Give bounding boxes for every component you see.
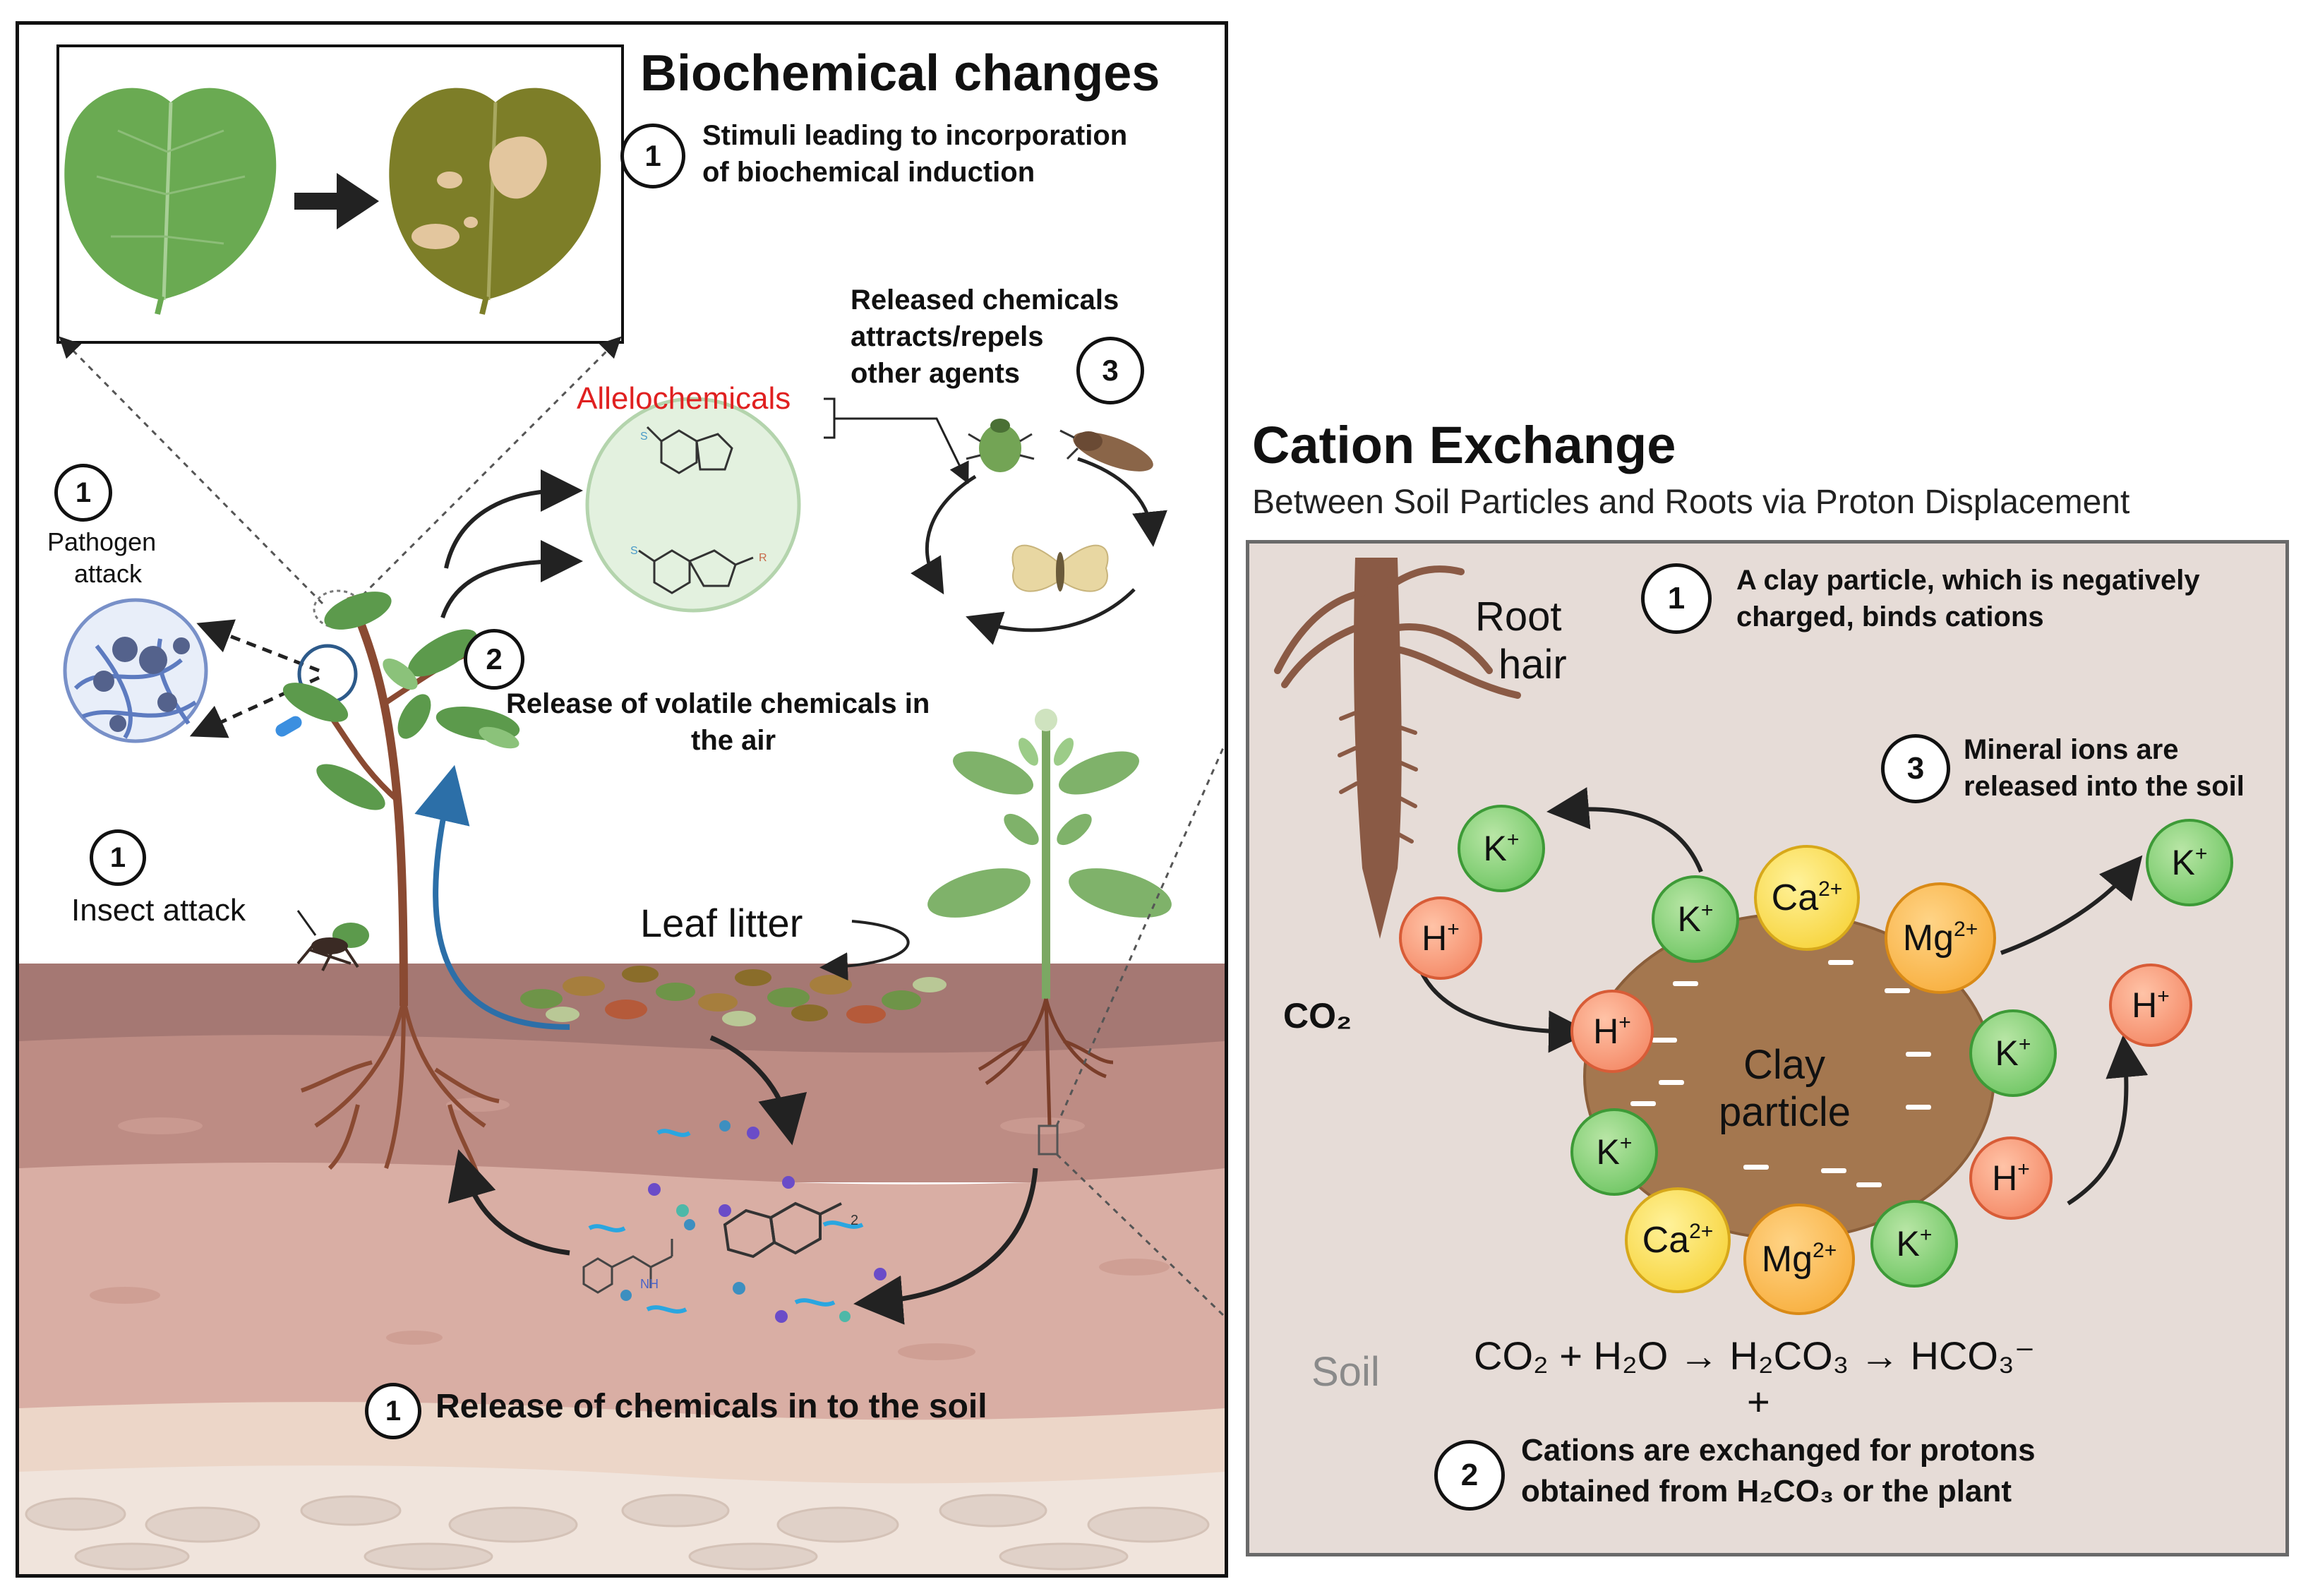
soil-molecule-1 — [582, 1239, 673, 1294]
volatile-number: 2 — [464, 629, 524, 690]
cation-step1-number: 1 — [1641, 563, 1712, 634]
insect-number: 1 — [90, 829, 146, 886]
root-hair-line1: Root — [1475, 594, 1562, 640]
allelochemical-circle — [585, 397, 801, 613]
bedrock-layer — [19, 1465, 1225, 1574]
leaf-transition-arrow — [294, 173, 379, 229]
root-hair-line2: hair — [1498, 642, 1567, 688]
soil-release-label: Release of chemicals in to the soil — [435, 1388, 987, 1425]
left-plant — [282, 592, 520, 1176]
insect-label: Insect attack — [71, 893, 246, 928]
biochemical-title: Biochemical changes — [640, 45, 1160, 102]
cation-exchange-subtitle: Between Soil Particles and Roots via Pro… — [1252, 484, 2130, 521]
ion-k-released-soil: K+ — [2146, 819, 2233, 906]
insect-illustration — [296, 923, 369, 971]
negative-charge — [1673, 981, 1698, 986]
negative-charge — [1885, 988, 1910, 993]
diseased-leaf — [389, 88, 601, 315]
bedrock-stones — [25, 1494, 1210, 1571]
negative-charge — [1906, 1105, 1931, 1110]
step-stimuli-line2: of biochemical induction — [702, 157, 1035, 188]
cation-step2-line1: Cations are exchanged for protons — [1521, 1433, 2036, 1468]
svg-text:S: S — [640, 431, 648, 443]
soil-release-number: 1 — [365, 1383, 421, 1439]
ion-k-clay-bottom-right: K+ — [1870, 1200, 1958, 1288]
ion-k-clay-left: K+ — [1570, 1108, 1658, 1196]
ion-h-clay-right: H+ — [1969, 1136, 2053, 1220]
soil-label: Soil — [1311, 1349, 1380, 1395]
negative-charge — [1652, 1038, 1677, 1043]
cation-step1-line1: A clay particle, which is negatively — [1736, 565, 2200, 596]
healthy-leaf — [64, 88, 277, 315]
negative-charge — [1856, 1182, 1882, 1187]
leaf-litter — [520, 966, 947, 1026]
released-line2: attracts/repels — [851, 321, 1044, 352]
carbonic-acid-equation: CO₂ + H₂O → H₂CO₃ → HCO₃⁻ — [1474, 1333, 2036, 1378]
cation-step2-number: 2 — [1434, 1440, 1505, 1511]
molecule-subscript: 2 — [851, 1213, 858, 1228]
root-hair-lines — [1274, 565, 1521, 699]
clay-label-line2: particle — [1719, 1089, 1851, 1135]
nh-label: NH — [640, 1277, 659, 1291]
butterfly-illustration — [1011, 544, 1109, 592]
released-number: 3 — [1076, 337, 1144, 404]
co2-label: CO₂ — [1283, 996, 1352, 1036]
soil-molecule-2 — [723, 1201, 842, 1259]
cation-step3-line2: released into the soil — [1964, 771, 2245, 802]
ion-k-released-root: K+ — [1458, 805, 1545, 892]
root-illustration — [1354, 558, 1402, 939]
negative-charge — [1821, 1168, 1846, 1173]
ion-h-soil: H+ — [2109, 964, 2192, 1047]
negative-charge — [1659, 1080, 1684, 1085]
uptake-arrow — [414, 764, 570, 1030]
svg-text:S: S — [630, 545, 638, 557]
cation-step3-number: 3 — [1881, 734, 1950, 803]
allelochemicals-label: Allelochemicals — [577, 381, 791, 416]
leaf-litter-label: Leaf litter — [640, 901, 803, 945]
soil-upper-layer — [19, 1035, 1225, 1182]
negative-charge — [1743, 1165, 1769, 1170]
ion-k-clay-top-left: K+ — [1652, 875, 1739, 963]
equation-plus: + — [1747, 1379, 1770, 1424]
right-panel-illustration — [1274, 558, 2149, 1240]
negative-charge — [1828, 960, 1854, 965]
step-stimuli-number: 1 — [620, 124, 685, 188]
released-line1: Released chemicals — [851, 284, 1119, 316]
left-panel: NH 2 S S R — [16, 21, 1228, 1578]
pathogen-spores — [93, 637, 190, 732]
cation-exchange-title: Cation Exchange — [1252, 416, 1676, 474]
left-panel-illustration: NH 2 S S R — [19, 44, 1225, 1574]
soil-chemicals — [588, 1120, 887, 1323]
ion-k-clay-right: K+ — [1969, 1009, 2057, 1097]
leafhopper-illustration — [1059, 429, 1153, 472]
pathogen-line2: attack — [74, 559, 143, 588]
cation-step2-line2: obtained from H₂CO₃ or the plant — [1521, 1474, 2012, 1508]
cation-step3-line1: Mineral ions are — [1964, 734, 2179, 765]
released-line3: other agents — [851, 358, 1021, 389]
volatile-line2: the air — [691, 725, 776, 756]
pathogen-line1: Pathogen — [47, 527, 157, 556]
ion-h-root: H+ — [1399, 896, 1482, 980]
negative-charge — [1630, 1101, 1656, 1106]
allelochemical-molecules — [638, 426, 754, 594]
svg-text:R: R — [759, 552, 767, 564]
pathogen-capsule — [275, 716, 302, 737]
volatile-line1: Release of volatile chemicals in — [506, 688, 930, 719]
negative-charge — [1906, 1052, 1931, 1057]
ion-h-clay-left: H+ — [1570, 990, 1654, 1073]
right-plant — [927, 709, 1172, 1156]
pathogen-number: 1 — [54, 464, 112, 522]
cation-step1-line2: charged, binds cations — [1736, 601, 2044, 632]
clay-label-line1: Clay — [1743, 1042, 1826, 1088]
step-stimuli-line1: Stimuli leading to incorporation — [702, 120, 1128, 151]
beetle-illustration — [966, 419, 1035, 472]
